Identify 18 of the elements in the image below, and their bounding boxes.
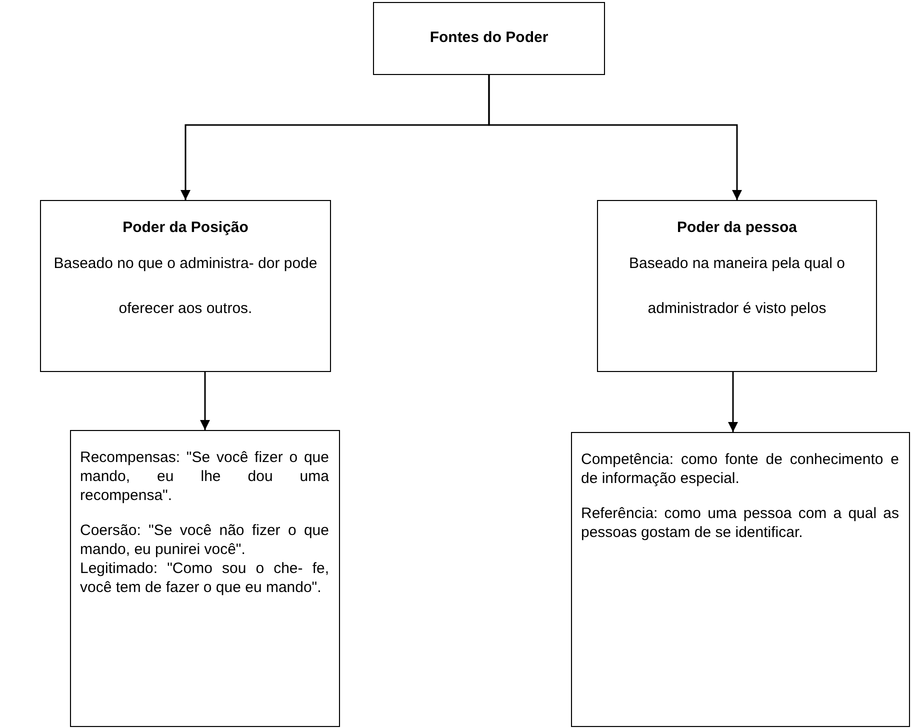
arrow: [200, 372, 210, 430]
detail-paragraph: Referência: como uma pessoa com a qual as pessoas gostam de se identificar.: [581, 504, 899, 542]
detail-box: [571, 432, 910, 727]
arrow: [728, 372, 738, 432]
detail-paragraph: Coersão: "Se você não fizer o que mando, eu punirei você".: [80, 521, 329, 559]
detail-paragraph: Competência: como fonte de conhecimento e de informação especial.: [581, 450, 899, 488]
box-description: Baseado na maneira pela qual o administrador é visto pelos: [628, 254, 846, 319]
box-title: Fontes do Poder: [430, 28, 548, 48]
box-description: Baseado no que o administra- dor pode oferecer aos outros.: [53, 254, 318, 319]
category-box: [597, 200, 877, 372]
category-box: [40, 200, 331, 372]
root-box: [373, 2, 605, 75]
detail-paragraph: Legitimado: "Como sou o che- fe, você tem de fazer o que eu mando".: [80, 559, 329, 597]
box-heading: Poder da pessoa: [676, 218, 798, 238]
arrow: [488, 75, 742, 200]
detail-paragraph: Recompensas: "Se você fizer o que mando, eu lhe dou uma recompensa".: [80, 448, 329, 505]
box-heading: Poder da Posição: [122, 218, 248, 238]
detail-box: [70, 430, 340, 727]
